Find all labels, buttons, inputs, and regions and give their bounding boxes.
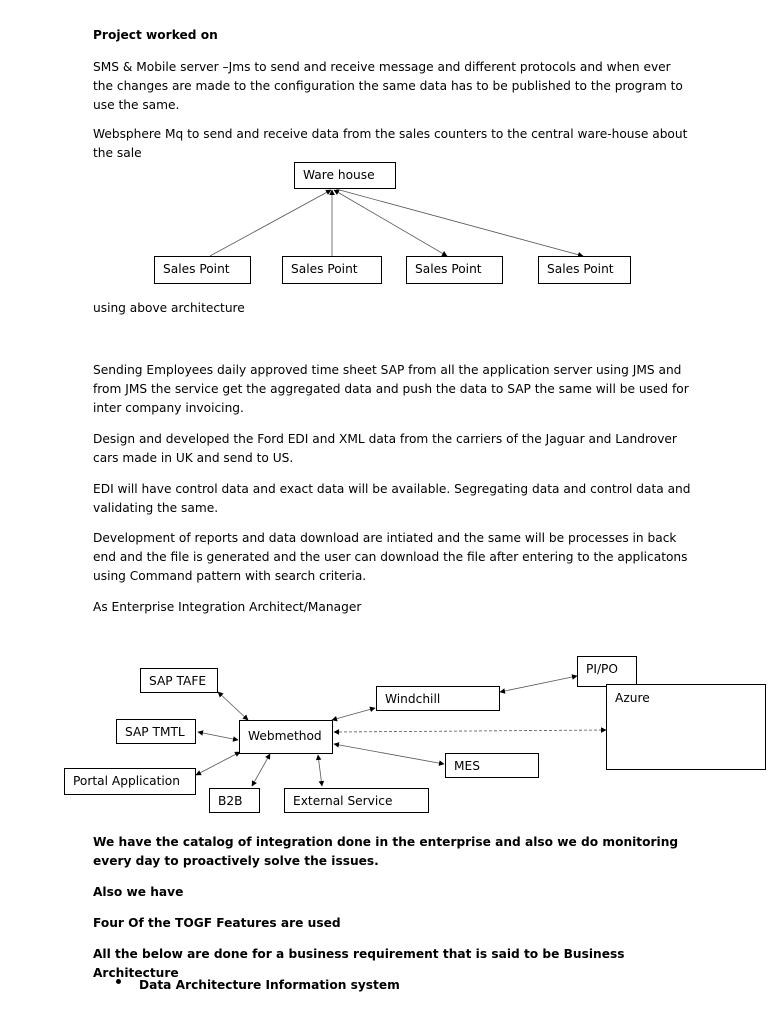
paragraph-using-architecture: using above architecture — [93, 301, 245, 315]
sales-point-box: Sales Point — [538, 256, 631, 284]
sales-point-box: Sales Point — [154, 256, 251, 284]
sap-tafe-box: SAP TAFE — [140, 668, 218, 693]
paragraph-togf-features: Four Of the TOGF Features are used — [93, 916, 341, 930]
paragraph-ford-edi: Design and developed the Ford EDI and XM… — [93, 432, 677, 465]
pipo-box: PI/PO — [577, 656, 637, 687]
connector-sap-tafe — [217, 691, 249, 721]
bullet-item: Data Architecture Information system — [139, 978, 400, 992]
integration-diagram-connectors — [195, 674, 607, 787]
connector-pipo — [499, 674, 578, 694]
paragraph-websphere: Websphere Mq to send and receive data fr… — [93, 127, 688, 160]
paragraph-also-we-have: Also we have — [93, 885, 184, 899]
heading-project-worked-on: Project worked on — [93, 28, 218, 42]
connector-azure — [333, 727, 607, 735]
sales-point-box: Sales Point — [282, 256, 382, 284]
portal-application-box: Portal Application — [64, 768, 196, 795]
azure-box: Azure — [606, 684, 766, 770]
warehouse-box: Ware house — [294, 162, 396, 189]
paragraph-edi-control: EDI will have control data and exact dat… — [93, 482, 691, 515]
sap-tmtl-box: SAP TMTL — [116, 719, 196, 744]
windchill-box: Windchill — [376, 686, 500, 711]
paragraph-sms-mobile: SMS & Mobile server –Jms to send and rec… — [93, 60, 683, 112]
paragraph-catalog: We have the catalog of integration done … — [93, 835, 679, 868]
connector-windchill — [331, 706, 376, 722]
connector-sap-tmtl — [197, 730, 239, 742]
webmethod-box: Webmethod — [239, 720, 333, 754]
bullet-icon — [116, 979, 121, 984]
paragraph-architect-role: As Enterprise Integration Architect/Mana… — [93, 600, 362, 614]
b2b-box: B2B — [209, 788, 260, 813]
connector-portal — [195, 751, 241, 776]
connector-sales-point-1 — [209, 189, 332, 257]
connector-sales-point-3 — [333, 189, 448, 257]
sales-point-box: Sales Point — [406, 256, 503, 284]
connector-b2b — [251, 753, 271, 787]
connector-mes — [333, 742, 445, 766]
paragraph-business-architecture: All the below are done for a business re… — [93, 947, 625, 980]
mes-box: MES — [445, 753, 539, 778]
warehouse-diagram-connectors — [209, 188, 584, 258]
connector-external — [315, 754, 325, 787]
external-service-box: External Service — [284, 788, 429, 813]
paragraph-time-sheet: Sending Employees daily approved time sh… — [93, 363, 689, 415]
connector-sales-point-4 — [335, 188, 584, 258]
paragraph-reports: Development of reports and data download… — [93, 531, 688, 583]
